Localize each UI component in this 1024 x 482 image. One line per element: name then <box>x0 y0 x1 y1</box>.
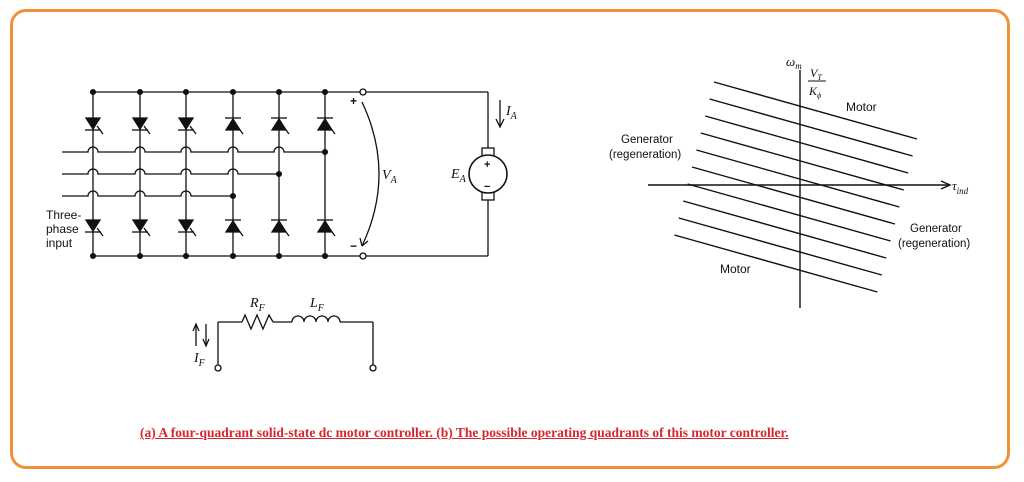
torque-speed-line <box>709 98 913 157</box>
va-label: VA <box>382 168 398 186</box>
phase-junction <box>229 192 237 200</box>
va-arrowhead <box>359 237 369 247</box>
phase-line <box>62 168 279 175</box>
output-terminal-minus <box>359 252 367 260</box>
input-label-line-2: phase <box>46 222 79 236</box>
if-down-arrowhead <box>202 338 210 348</box>
input-label-line-1: Three- <box>46 208 81 222</box>
torque-speed-line <box>691 166 896 225</box>
va-plus-sign: + <box>350 94 357 108</box>
torque-speed-line <box>705 115 909 174</box>
if-up-arrowhead <box>192 322 200 332</box>
thyristor-icon <box>224 219 244 237</box>
thyristor-icon <box>177 219 197 237</box>
thyristor-icon <box>131 219 151 237</box>
motor-plus-sign: + <box>484 159 490 171</box>
motor-label-top: Motor <box>846 100 877 114</box>
torque-speed-line <box>700 132 904 191</box>
torque-speed-line <box>696 149 900 208</box>
va-minus-sign: − <box>350 239 357 253</box>
thyristor-icon <box>177 117 197 135</box>
phase-line <box>62 190 233 197</box>
thyristor-icon <box>270 219 290 237</box>
fraction-denominator: Kϕ <box>808 84 821 100</box>
quadrant-diagram <box>648 70 952 308</box>
if-label: IF <box>193 351 206 369</box>
torque-speed-line <box>674 234 878 293</box>
dc-motor-icon <box>468 154 508 194</box>
generator-right-line-1: Generator <box>910 223 962 235</box>
torque-speed-line <box>678 217 882 276</box>
thyristor-columns <box>84 88 336 260</box>
torque-axis-arrowhead <box>940 180 952 190</box>
lf-label: LF <box>309 296 325 314</box>
torque-speed-line <box>687 183 891 242</box>
thyristor-icon <box>84 117 104 135</box>
field-terminal-right <box>369 364 377 372</box>
quadrant-labels: ωm VT Kϕ τind Motor Motor Generator (reg… <box>609 54 970 276</box>
thyristor-column <box>224 88 244 260</box>
field-terminal-left <box>214 364 222 372</box>
phase-junction <box>321 148 329 156</box>
va-arc <box>361 101 380 247</box>
phase-line <box>62 146 325 153</box>
converter-circuit <box>62 88 508 372</box>
figure-caption: (a) A four-quadrant solid-state dc motor… <box>140 425 789 440</box>
output-terminal-plus <box>359 88 367 96</box>
phase-lines <box>62 146 329 200</box>
fraction-numerator: VT <box>810 66 822 82</box>
thyristor-column <box>316 88 336 260</box>
x-axis-label: τind <box>952 178 969 196</box>
motor-label-bottom: Motor <box>720 262 751 276</box>
ea-label: EA <box>450 167 467 185</box>
thyristor-column <box>131 88 151 260</box>
ia-arrowhead <box>495 118 505 129</box>
torque-speed-line <box>713 81 918 140</box>
generator-left-line-2: (regeneration) <box>609 149 681 161</box>
rf-label: RF <box>249 296 266 314</box>
thyristor-icon <box>316 117 336 135</box>
thyristor-column <box>177 88 197 260</box>
torque-speed-lines <box>674 81 918 293</box>
field-resistor <box>241 313 274 331</box>
generator-right-line-2: (regeneration) <box>898 238 970 250</box>
motor-minus-sign: − <box>484 181 490 193</box>
generator-left-line-1: Generator <box>621 134 673 146</box>
thyristor-column <box>84 88 104 260</box>
ia-label: IA <box>505 104 518 122</box>
phase-junction <box>275 170 283 178</box>
field-inductor <box>291 315 341 323</box>
thyristor-icon <box>224 117 244 135</box>
thyristor-icon <box>270 117 290 135</box>
circuit-labels: Three- phase input + − VA IA EA + − RF L… <box>46 94 518 369</box>
thyristor-icon <box>84 219 104 237</box>
thyristor-icon <box>131 117 151 135</box>
thyristor-icon <box>316 219 336 237</box>
y-axis-label: ωm <box>786 54 802 71</box>
input-label-line-3: input <box>46 236 73 250</box>
torque-speed-line <box>683 200 887 259</box>
figure-frame <box>10 9 1010 469</box>
